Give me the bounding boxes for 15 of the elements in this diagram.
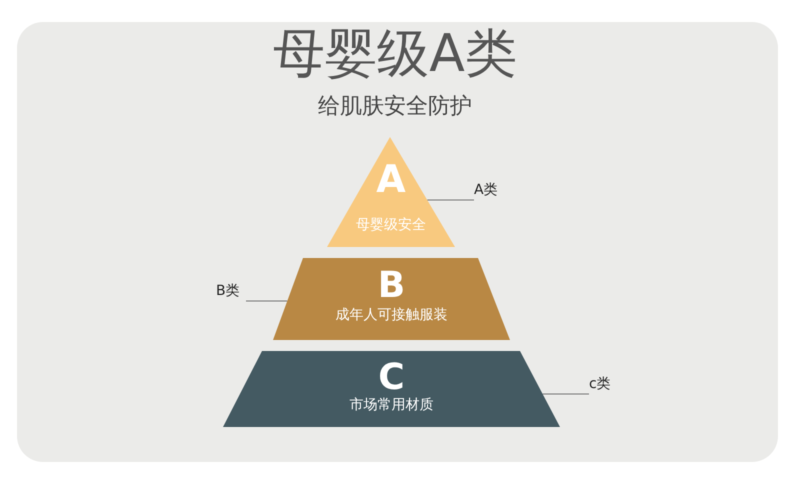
title: 母婴级A类 (272, 26, 518, 84)
pyramid-tier-trapezoid (273, 258, 510, 340)
tier-letter: A (376, 160, 406, 198)
tier-letter: B (378, 268, 406, 304)
tier-caption: 母婴级安全 (356, 218, 426, 232)
subtitle: 给肌肤安全防护 (317, 96, 473, 118)
side-label: B类 (216, 284, 240, 298)
leader-line (246, 300, 288, 302)
tier-letter: C (378, 360, 405, 396)
side-label: A类 (474, 183, 498, 197)
side-label: c类 (589, 377, 611, 391)
pyramid-tier-trapezoid (223, 351, 560, 427)
pyramid-tier-triangle (327, 137, 455, 247)
tier-caption: 市场常用材质 (350, 398, 434, 412)
tier-caption: 成年人可接触服装 (336, 308, 448, 322)
